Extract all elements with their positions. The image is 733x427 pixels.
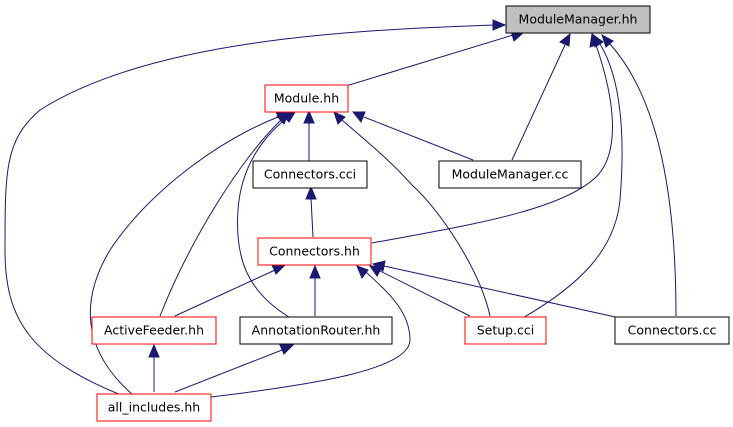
node-label: ActiveFeeder.hh [104, 323, 204, 338]
node-label: AnnotationRouter.hh [252, 323, 381, 338]
edge-arrowhead [356, 265, 369, 279]
edge-modulemanager-cc-to-module-hh [363, 116, 474, 161]
node-label: Connectors.hh [269, 244, 360, 259]
edge-setup-cci-to-modulemanager-hh [520, 43, 623, 320]
edge-connectors-hh-to-modulemanager-hh [371, 44, 613, 244]
nodes: ModuleManager.hh Module.hh Connectors.cc… [91, 5, 730, 422]
edges [4, 19, 677, 400]
edge-arrowhead [559, 32, 571, 47]
node-modulemanager-cc[interactable]: ModuleManager.cc [438, 160, 582, 189]
edge-arrowhead [148, 343, 160, 358]
node-label: ModuleManager.cc [452, 167, 569, 182]
node-label: Connectors.cci [264, 167, 356, 182]
edge-all-includes-hh-to-connectors-hh [210, 271, 411, 398]
node-label: all_includes.hh [108, 400, 200, 415]
node-connectors-hh[interactable]: Connectors.hh [257, 237, 372, 266]
edge-module-hh-to-modulemanager-hh [345, 34, 514, 87]
node-label: Module.hh [274, 91, 339, 106]
edge-arrowhead [279, 344, 295, 355]
edge-modulemanager-cc-to-modulemanager-hh [511, 44, 566, 161]
edge-arrowhead [351, 111, 366, 123]
edge-all-includes-hh-to-modulemanager-hh [4, 24, 495, 400]
edge-connectors-cc-to-modulemanager-hh [609, 43, 677, 317]
edge-all-includes-hh-to-annotationrouter-hh [174, 349, 283, 393]
edge-activefeeder-hh-to-module-hh [159, 119, 282, 317]
node-activefeeder-hh[interactable]: ActiveFeeder.hh [91, 316, 217, 345]
node-setup-cci[interactable]: Setup.cci [464, 316, 547, 345]
edge-activefeeder-hh-to-connectors-hh [174, 269, 276, 317]
edge-connectors-hh-to-connectors-cci [310, 197, 314, 238]
node-annotationrouter-hh[interactable]: AnnotationRouter.hh [239, 316, 393, 345]
edge-arrowhead [271, 264, 287, 275]
node-module-hh[interactable]: Module.hh [264, 84, 349, 113]
node-label: Connectors.cc [628, 323, 717, 338]
edge-arrowhead [601, 33, 614, 48]
node-label: Setup.cci [477, 323, 535, 338]
edge-arrowhead [371, 260, 386, 272]
edge-arrowhead [305, 185, 317, 200]
edge-setup-cci-to-connectors-hh [379, 270, 471, 317]
edge-annotationrouter-hh-to-module-hh [237, 117, 290, 318]
edge-arrowhead [333, 111, 346, 125]
edge-setup-cci-to-module-hh [341, 119, 491, 317]
edge-arrowhead [492, 19, 507, 31]
edge-arrowhead [303, 109, 315, 124]
edge-arrowhead [309, 264, 321, 279]
edge-all-includes-hh-to-module-hh [89, 116, 279, 395]
node-connectors-cci[interactable]: Connectors.cci [252, 160, 368, 189]
node-modulemanager-hh[interactable]: ModuleManager.hh [505, 5, 651, 34]
node-label: ModuleManager.hh [519, 12, 638, 27]
node-connectors-cc[interactable]: Connectors.cc [614, 316, 730, 345]
edge-arrowhead [591, 32, 604, 48]
node-all-includes-hh[interactable]: all_includes.hh [96, 393, 212, 422]
edge-connectors-cc-to-connectors-hh [383, 265, 621, 319]
